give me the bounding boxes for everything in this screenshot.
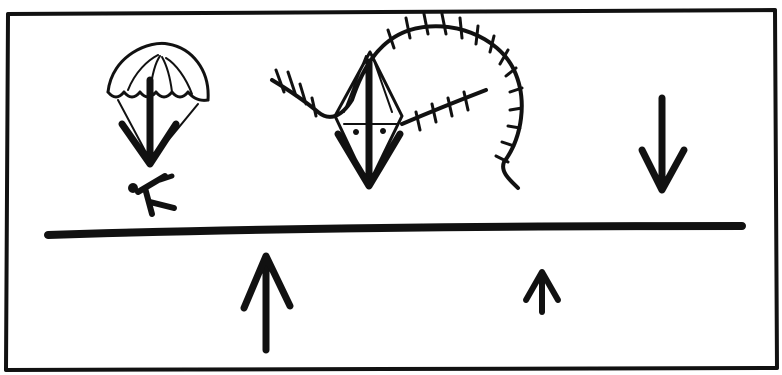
small-up-arrow	[526, 272, 558, 312]
large-up-arrow	[244, 256, 290, 350]
parachute-icon	[108, 43, 208, 160]
falling-person-icon	[128, 176, 174, 214]
stitched-curve	[272, 14, 522, 188]
right-down-arrow	[642, 98, 684, 190]
ground-line	[48, 226, 742, 235]
